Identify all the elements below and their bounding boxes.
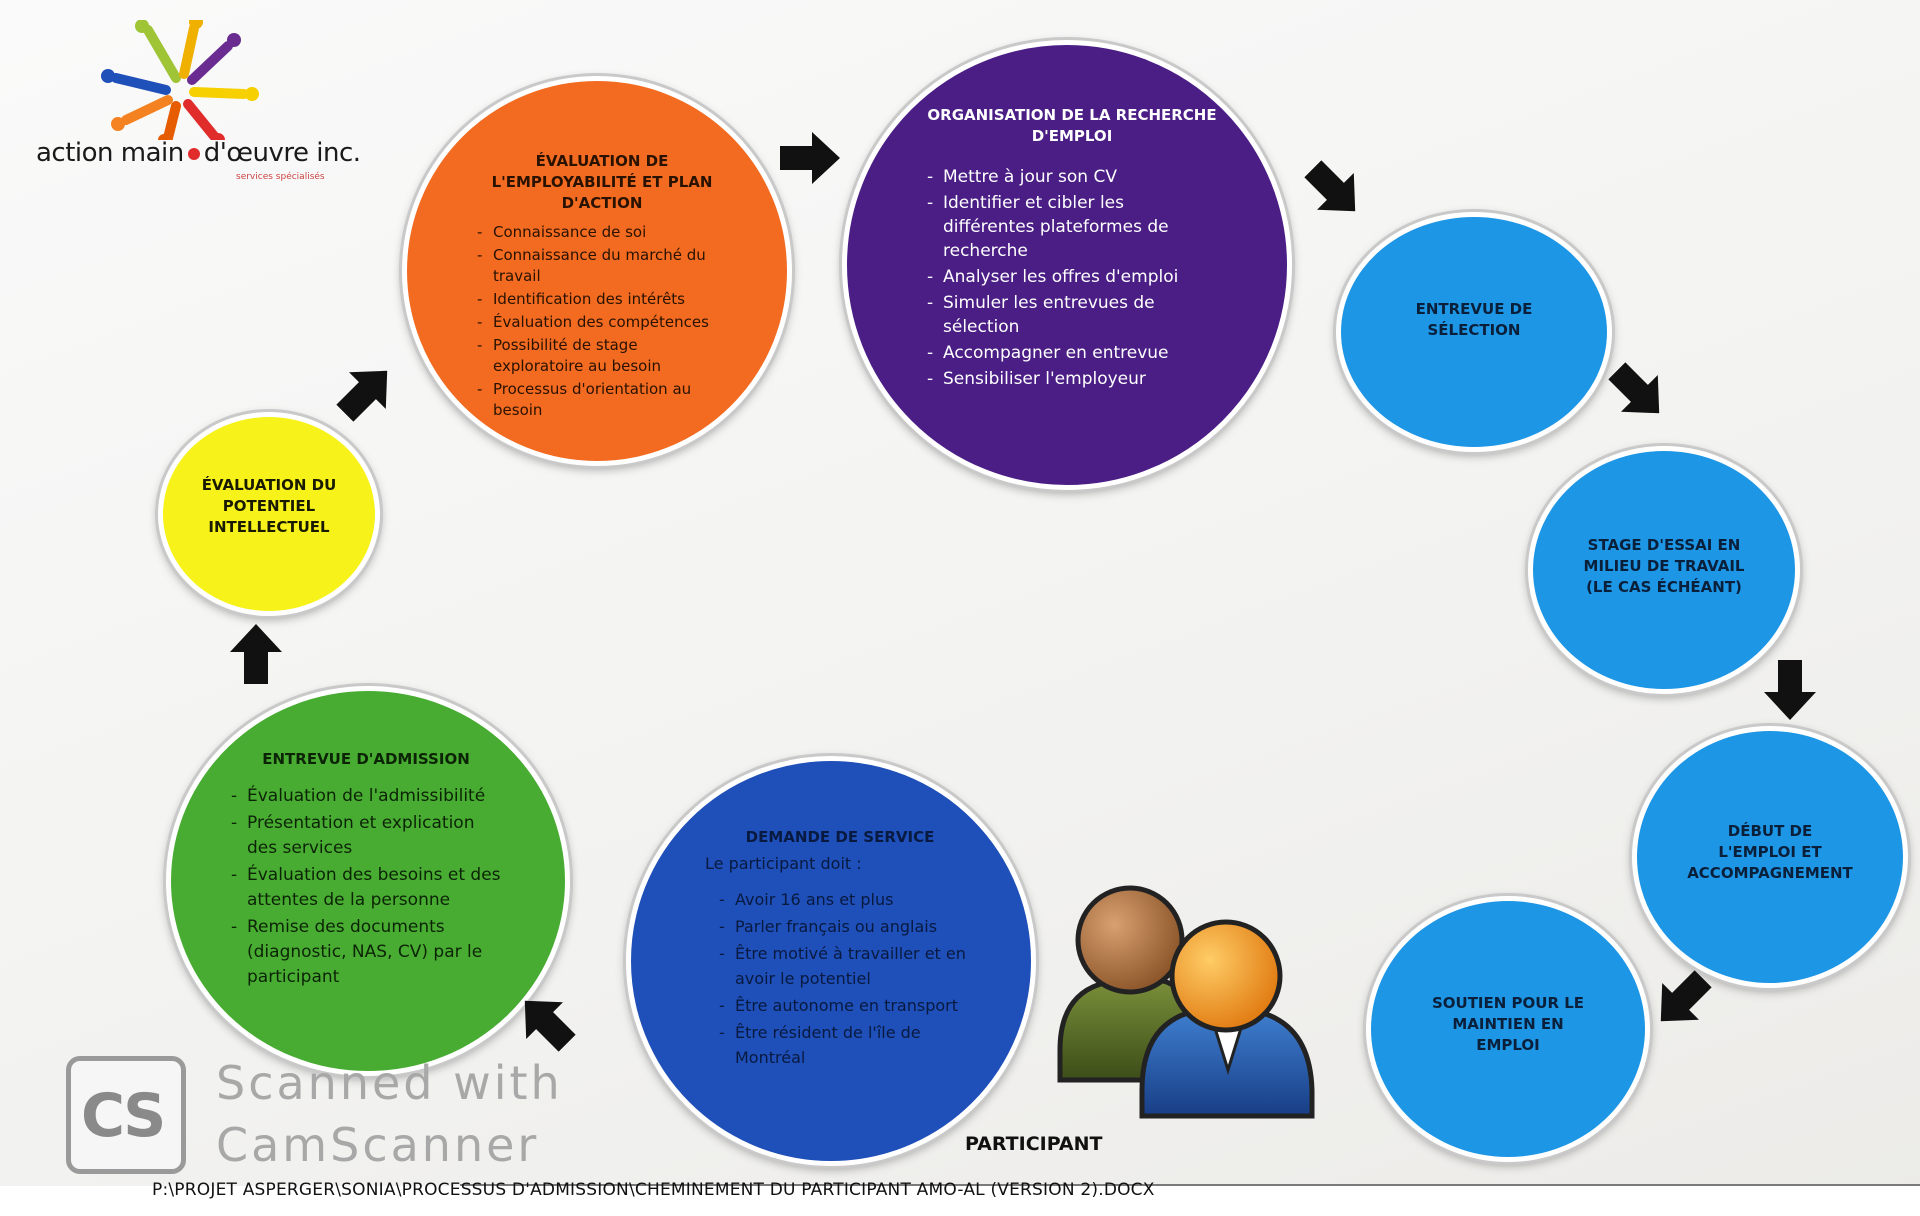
flow-arrow-icon — [1292, 148, 1377, 233]
flow-arrow-icon — [1760, 660, 1820, 720]
list-item: Connaissance de soi — [477, 222, 727, 243]
step-subtitle: Le participant doit : — [705, 854, 862, 873]
step-evaluation-employabilite: ÉVALUATION DE L'EMPLOYABILITÉ ET PLAN D'… — [402, 76, 792, 466]
step-soutien-maintien: SOUTIEN POUR LE MAINTIEN EN EMPLOI — [1366, 896, 1650, 1162]
list-item: Évaluation des besoins et des attentes d… — [231, 863, 501, 913]
step-title: ÉVALUATION DE L'EMPLOYABILITÉ ET PLAN D'… — [491, 152, 713, 212]
step-evaluation-potentiel: ÉVALUATION DU POTENTIEL INTELLECTUEL — [158, 412, 380, 616]
flow-arrow-icon — [324, 350, 409, 435]
list-item: Être résident de l'île de Montréal — [719, 1020, 975, 1070]
step-title: STAGE D'ESSAI EN MILIEU DE TRAVAIL (LE C… — [1583, 536, 1745, 596]
watermark-line-1: Scanned with — [216, 1056, 563, 1110]
bottom-margin — [0, 1186, 1920, 1216]
step-organisation-recherche: ORGANISATION DE LA RECHERCHE D'EMPLOI Me… — [842, 40, 1292, 490]
list-item: Présentation et explication des services — [231, 811, 501, 861]
list-item: Simuler les entrevues de sélection — [927, 291, 1217, 339]
divider — [460, 1184, 1920, 1186]
participants-icon — [1057, 885, 1315, 1119]
list-item: Parler français ou anglais — [719, 914, 975, 939]
step-debut-emploi: DÉBUT DE L'EMPLOI ET ACCOMPAGNEMENT — [1632, 726, 1908, 988]
list-item: Processus d'orientation au besoin — [477, 379, 727, 421]
list-item: Mettre à jour son CV — [927, 165, 1217, 189]
step-title: ENTREVUE D'ADMISSION — [262, 750, 470, 768]
flow-arrow-icon — [504, 980, 589, 1065]
step-title: SOUTIEN POUR LE MAINTIEN EN EMPLOI — [1431, 994, 1585, 1054]
list-item: Analyser les offres d'emploi — [927, 265, 1217, 289]
list-item: Connaissance du marché du travail — [477, 245, 727, 287]
step-title: DÉBUT DE L'EMPLOI ET ACCOMPAGNEMENT — [1687, 822, 1853, 882]
list-item: Identifier et cibler les différentes pla… — [927, 191, 1217, 263]
flow-arrow-icon — [226, 624, 286, 684]
list-item: Accompagner en entrevue — [927, 341, 1217, 365]
list-item: Évaluation de l'admissibilité — [231, 784, 501, 809]
participant-label: PARTICIPANT — [965, 1133, 1103, 1155]
logo-dot-icon — [187, 147, 200, 160]
step-entrevue-admission: ENTREVUE D'ADMISSION Évaluation de l'adm… — [166, 686, 570, 1076]
list-item: Sensibiliser l'employeur — [927, 367, 1217, 391]
list-item: Être motivé à travailler et en avoir le … — [719, 941, 975, 991]
list-item: Remise des documents (diagnostic, NAS, C… — [231, 915, 501, 990]
list-item: Avoir 16 ans et plus — [719, 887, 975, 912]
flow-arrow-icon — [1640, 958, 1725, 1043]
step-stage-essai: STAGE D'ESSAI EN MILIEU DE TRAVAIL (LE C… — [1528, 446, 1800, 694]
watermark-line-2: CamScanner — [216, 1118, 540, 1172]
flow-arrow-icon — [1596, 350, 1681, 435]
list-item: Être autonome en transport — [719, 993, 975, 1018]
step-entrevue-selection: ENTREVUE DE SÉLECTION — [1336, 212, 1612, 452]
logo-tagline: services spécialisés — [236, 172, 325, 182]
camscanner-logo-icon: CS — [66, 1056, 186, 1174]
list-item: Identification des intérêts — [477, 289, 727, 310]
step-title: DEMANDE DE SERVICE — [745, 828, 935, 846]
logo-figures-icon — [101, 20, 259, 140]
list-item: Évaluation des compétences — [477, 312, 727, 333]
flow-arrow-icon — [780, 128, 840, 188]
step-title: ENTREVUE DE SÉLECTION — [1415, 300, 1533, 339]
step-title: ÉVALUATION DU POTENTIEL INTELLECTUEL — [201, 476, 337, 536]
file-path: P:\PROJET ASPERGER\SONIA\PROCESSUS D'ADM… — [152, 1180, 1155, 1200]
step-demande-service: DEMANDE DE SERVICE Le participant doit :… — [626, 756, 1036, 1166]
list-item: Possibilité de stage exploratoire au bes… — [477, 335, 727, 377]
step-title: ORGANISATION DE LA RECHERCHE D'EMPLOI — [927, 106, 1217, 145]
